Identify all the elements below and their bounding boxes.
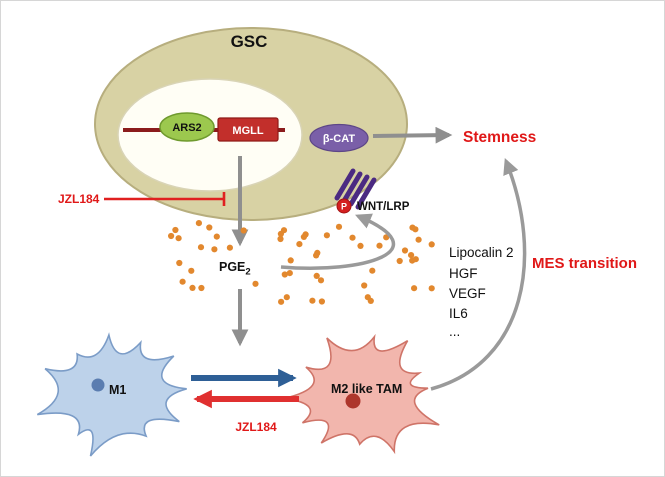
m2-label: M2 like TAM	[331, 382, 402, 396]
phospho-label: P	[341, 202, 347, 212]
pge2-dot	[189, 284, 196, 291]
pge2-dot	[296, 241, 303, 248]
pge2-dot	[349, 234, 356, 241]
jzl184-left-label: JZL184	[58, 192, 100, 206]
m1-nucleus	[91, 378, 105, 392]
pge2-dot	[396, 257, 403, 265]
pge2-dot	[335, 223, 343, 230]
pge2-dot	[361, 282, 368, 289]
secreted-factor: IL6	[449, 306, 468, 321]
pge2-dot	[252, 280, 259, 287]
pge2-dot	[411, 285, 418, 292]
phospho-circle	[336, 198, 352, 214]
pge2-dot	[412, 226, 419, 233]
pge2-dot	[376, 242, 383, 249]
pge2-dot	[277, 235, 284, 243]
pge2-label-base: PGE	[219, 260, 245, 274]
ars2-gene	[159, 112, 215, 142]
pge2-dot	[401, 247, 409, 254]
mes-transition-label: MES transition	[532, 255, 637, 272]
stemness-label: Stemness	[463, 129, 536, 146]
pge2-dot	[281, 271, 288, 278]
pge2-dot	[213, 233, 220, 240]
pge2-dot	[226, 244, 233, 251]
pge2-dot	[300, 233, 307, 240]
pge2-dot	[323, 232, 330, 239]
pge2-dot	[188, 267, 195, 274]
pge2-dot	[357, 242, 364, 249]
m2-nucleus	[345, 393, 361, 409]
pge2-dot	[179, 278, 186, 285]
pge2-dot	[367, 297, 374, 304]
pge2-dot	[240, 227, 247, 234]
pge2-dot	[211, 246, 218, 253]
pge2-label: PGE2	[219, 260, 251, 278]
m1-cell-body	[36, 332, 187, 457]
secreted-factor: Lipocalin 2	[449, 245, 514, 260]
pge2-label-sub: 2	[245, 267, 250, 278]
pge2-dot	[168, 232, 175, 240]
wnt-receptor-icon	[334, 168, 377, 210]
pge2-dot	[283, 294, 290, 301]
bcat-to-stemness-arrow	[372, 126, 453, 144]
pge2-dot	[278, 298, 285, 305]
pge2-dot	[280, 227, 288, 234]
pge2-dot	[313, 252, 320, 259]
pge2-dot	[175, 235, 182, 242]
secreted-factor: VEGF	[449, 286, 486, 301]
tam-to-stemness-arrow	[430, 158, 527, 391]
pge2-dot	[172, 226, 179, 234]
beta-catenin-node	[309, 123, 369, 153]
m1-label: M1	[109, 383, 126, 397]
gsc-label: GSC	[231, 32, 268, 51]
pge2-dot	[428, 241, 435, 248]
wnt-lrp-label: WNT/LRP	[357, 201, 410, 213]
pge2-dot	[415, 236, 422, 243]
pge2-dot	[206, 224, 213, 231]
pge2-molecules	[168, 220, 435, 305]
pge2-dot	[197, 244, 205, 251]
jzl184-inhibition-line	[104, 192, 226, 206]
ars2-label: ARS2	[172, 122, 201, 134]
pge2-dot	[412, 256, 419, 263]
secreted-factor: ...	[449, 324, 460, 339]
pge2-dot	[176, 259, 183, 267]
pge2-dot	[369, 267, 376, 274]
pge2-to-receptor-arrow	[280, 213, 396, 271]
jzl184-bottom-label: JZL184	[235, 420, 277, 434]
pge2-dot	[408, 252, 415, 259]
pge2-dot	[287, 257, 294, 264]
secreted-factor: HGF	[449, 266, 478, 281]
pge2-dot	[317, 277, 325, 284]
mgll-label: MGLL	[232, 125, 263, 137]
mgll-gene	[217, 117, 279, 142]
pge2-dot	[318, 298, 325, 305]
pge2-dot	[313, 272, 320, 279]
pge2-dot	[309, 297, 316, 304]
pge2-dot	[286, 270, 293, 277]
pge2-dot	[195, 220, 202, 227]
pge2-dot	[428, 285, 435, 292]
beta-catenin-label: β-CAT	[323, 133, 355, 145]
pge2-dot	[198, 284, 205, 292]
